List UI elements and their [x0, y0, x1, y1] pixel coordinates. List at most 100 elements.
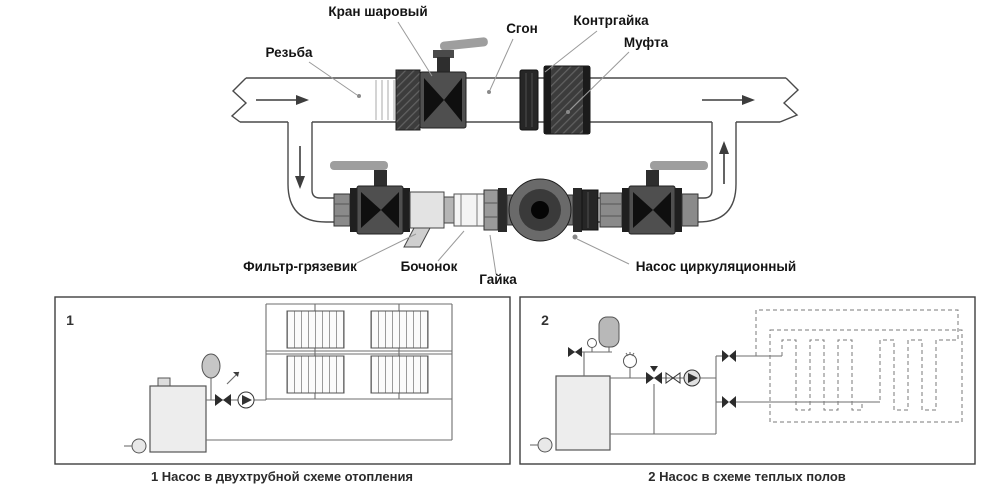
valve-tri — [575, 347, 582, 357]
valve-stem — [437, 57, 450, 72]
radiator — [286, 355, 345, 394]
leader-dot — [566, 110, 570, 114]
strainer-filter — [403, 191, 445, 248]
valve-tri — [729, 396, 736, 408]
leader-dot — [487, 90, 491, 94]
valve-tri — [729, 350, 736, 362]
valve-tri-top — [650, 366, 658, 372]
boiler-body — [149, 385, 207, 453]
bypass-ball-valve-right — [622, 161, 708, 235]
pump-flange-right — [573, 188, 582, 232]
filter-body — [409, 191, 445, 229]
filter-sump — [403, 227, 431, 248]
arrow-head — [719, 141, 729, 154]
valve-tri — [672, 372, 681, 384]
burner — [537, 437, 553, 453]
pump-center — [531, 201, 549, 219]
valve-flange-left — [350, 188, 357, 232]
callout-filter: Фильтр-грязевик — [243, 233, 417, 274]
leader-dot — [357, 94, 361, 98]
manifold-valve-top — [722, 350, 736, 362]
label-pump: Насос циркуляционный — [636, 259, 796, 274]
leader-line — [397, 21, 433, 77]
radiators-1 — [286, 310, 429, 394]
vent-tick — [631, 352, 635, 357]
expansion-tank-1 — [201, 353, 221, 400]
burner — [131, 438, 147, 454]
flow-arrow-left — [256, 95, 309, 105]
vent-circle — [623, 354, 637, 368]
safety-group-2 — [568, 316, 620, 376]
valve-tri — [215, 394, 223, 406]
callout-thread: Резьба — [265, 45, 361, 98]
boiler-flue — [157, 377, 171, 387]
valve-gland — [433, 50, 454, 58]
label-coupling: Муфта — [624, 35, 669, 50]
valve-flange-right — [403, 188, 410, 232]
leader-line — [308, 61, 358, 96]
label-locknut: Контргайка — [573, 13, 649, 28]
floor-zone-border — [769, 329, 963, 423]
end-nut — [681, 193, 699, 227]
valve-1 — [215, 394, 231, 406]
valve-stem — [646, 170, 659, 186]
scheme-1-border — [54, 296, 511, 465]
callout-ball-valve: Кран шаровый — [328, 4, 433, 77]
leader-line — [489, 38, 514, 91]
valve-stem — [374, 170, 387, 186]
connector-piece — [443, 196, 455, 224]
main-pipe — [230, 77, 800, 123]
valve-tri — [654, 372, 662, 384]
coupling-fitting — [543, 65, 591, 135]
valve-cone-left — [633, 192, 653, 228]
floor-coil-1 — [781, 339, 863, 411]
arrow-head — [296, 95, 309, 105]
circuit-2 — [610, 355, 880, 435]
valve-tri — [223, 394, 231, 406]
boiler-1 — [124, 377, 207, 454]
floor-coil-2 — [879, 339, 950, 411]
callout-pump: Насос циркуляционный — [572, 234, 796, 274]
pipe-break-left — [230, 77, 248, 123]
coil-2-supply-loop — [755, 309, 959, 356]
pump-nut — [483, 189, 499, 231]
valve-handle — [439, 37, 488, 51]
pipe-break-right — [779, 77, 800, 123]
pump-1 — [237, 391, 255, 409]
callout-coupling: Муфта — [566, 35, 669, 114]
valve-handle — [650, 161, 708, 170]
valve-cone-left — [424, 78, 444, 122]
flow-arrow-up-right — [719, 141, 729, 184]
valve-tri — [568, 347, 575, 357]
valve-flange-right — [675, 188, 682, 232]
boiler-2 — [530, 375, 611, 453]
locknut-fitting — [519, 69, 539, 131]
valve-tri — [722, 350, 729, 362]
air-vent — [587, 338, 597, 348]
leader-line — [489, 234, 497, 275]
label-sgon: Сгон — [506, 21, 538, 36]
union-nut — [395, 69, 421, 131]
valve-handle — [330, 161, 388, 170]
pump-arrow — [242, 395, 252, 405]
barrel-body — [453, 193, 485, 227]
piping-1 — [206, 303, 453, 441]
label-filter: Фильтр-грязевик — [243, 259, 357, 274]
coupling-band-left — [544, 66, 551, 134]
safety-valve-1 — [226, 371, 240, 385]
valve-cone-right — [653, 192, 671, 228]
valve-tri — [722, 396, 729, 408]
callout-barrel: Бочонок — [401, 230, 465, 274]
vent-tick — [625, 352, 629, 357]
callout-sgon: Сгон — [487, 21, 538, 94]
nut-body — [483, 189, 499, 231]
flow-arrow-down-left — [295, 146, 305, 189]
leader-line — [544, 30, 598, 73]
pump-flange-left — [498, 188, 507, 232]
leader-line — [576, 238, 630, 265]
safety-arrow — [233, 372, 239, 377]
scheme-1-caption: 1 Насос в двухтрубной схеме отопления — [151, 469, 413, 484]
nut-body — [333, 193, 351, 227]
